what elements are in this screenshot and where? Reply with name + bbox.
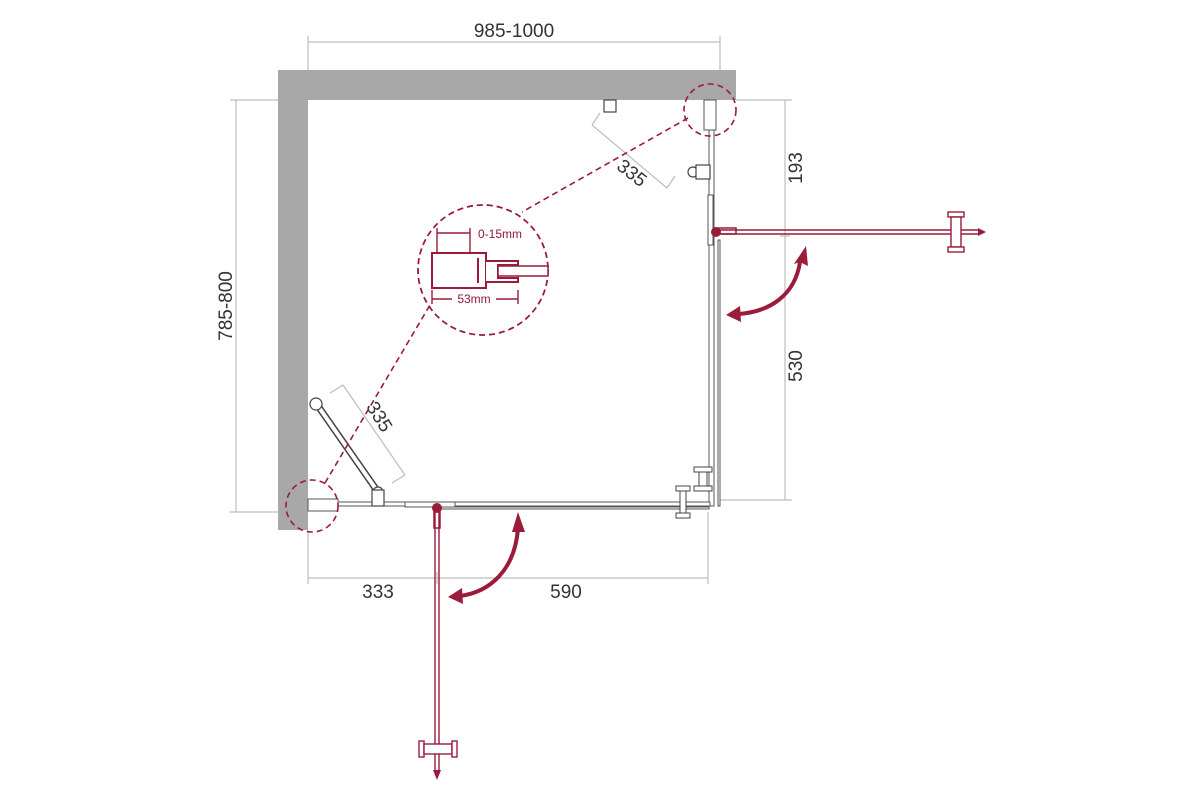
- right-door-open: [707, 194, 986, 253]
- bottom-panel-profile: [436, 506, 710, 510]
- right-upper-label: 193: [786, 152, 807, 184]
- corner-handle-icon: [675, 466, 713, 519]
- detail-callout-left: [285, 479, 339, 533]
- depth-label: 785-800: [216, 271, 237, 341]
- right-dimension: 193 530: [720, 99, 807, 501]
- door-handle-icon: [947, 211, 965, 253]
- left-strut-label: 335: [361, 398, 396, 436]
- right-lower-label: 530: [786, 350, 807, 382]
- bottom-dimension: 333 590: [307, 512, 709, 603]
- left-wall: [278, 70, 308, 530]
- swing-arrow-icon: [448, 512, 525, 604]
- callout-leader: [521, 117, 689, 213]
- detail-callout-top: [683, 83, 737, 137]
- wall-profile-left: [307, 498, 339, 512]
- door-handle-icon: [418, 740, 458, 758]
- left-support-strut: 335: [309, 384, 406, 507]
- width-dimension: 985-1000: [307, 21, 721, 70]
- profile-width-label: 53mm: [457, 292, 490, 306]
- wall-profile-top: [703, 99, 717, 131]
- profile-detail: 0-15mm 53mm: [417, 204, 549, 336]
- top-support-strut: 335: [591, 99, 711, 192]
- bottom-door-open: [404, 501, 458, 780]
- swing-arrow-icon: [726, 246, 808, 322]
- bottom-left-label: 333: [362, 582, 394, 603]
- top-strut-label: 335: [612, 156, 650, 192]
- top-wall: [278, 70, 736, 100]
- right-panel-profile: [717, 239, 721, 507]
- width-label: 985-1000: [474, 21, 554, 42]
- callout-leader: [324, 304, 431, 484]
- bottom-right-label: 590: [550, 582, 582, 603]
- gap-label: 0-15mm: [478, 227, 522, 241]
- depth-dimension: 785-800: [216, 99, 278, 513]
